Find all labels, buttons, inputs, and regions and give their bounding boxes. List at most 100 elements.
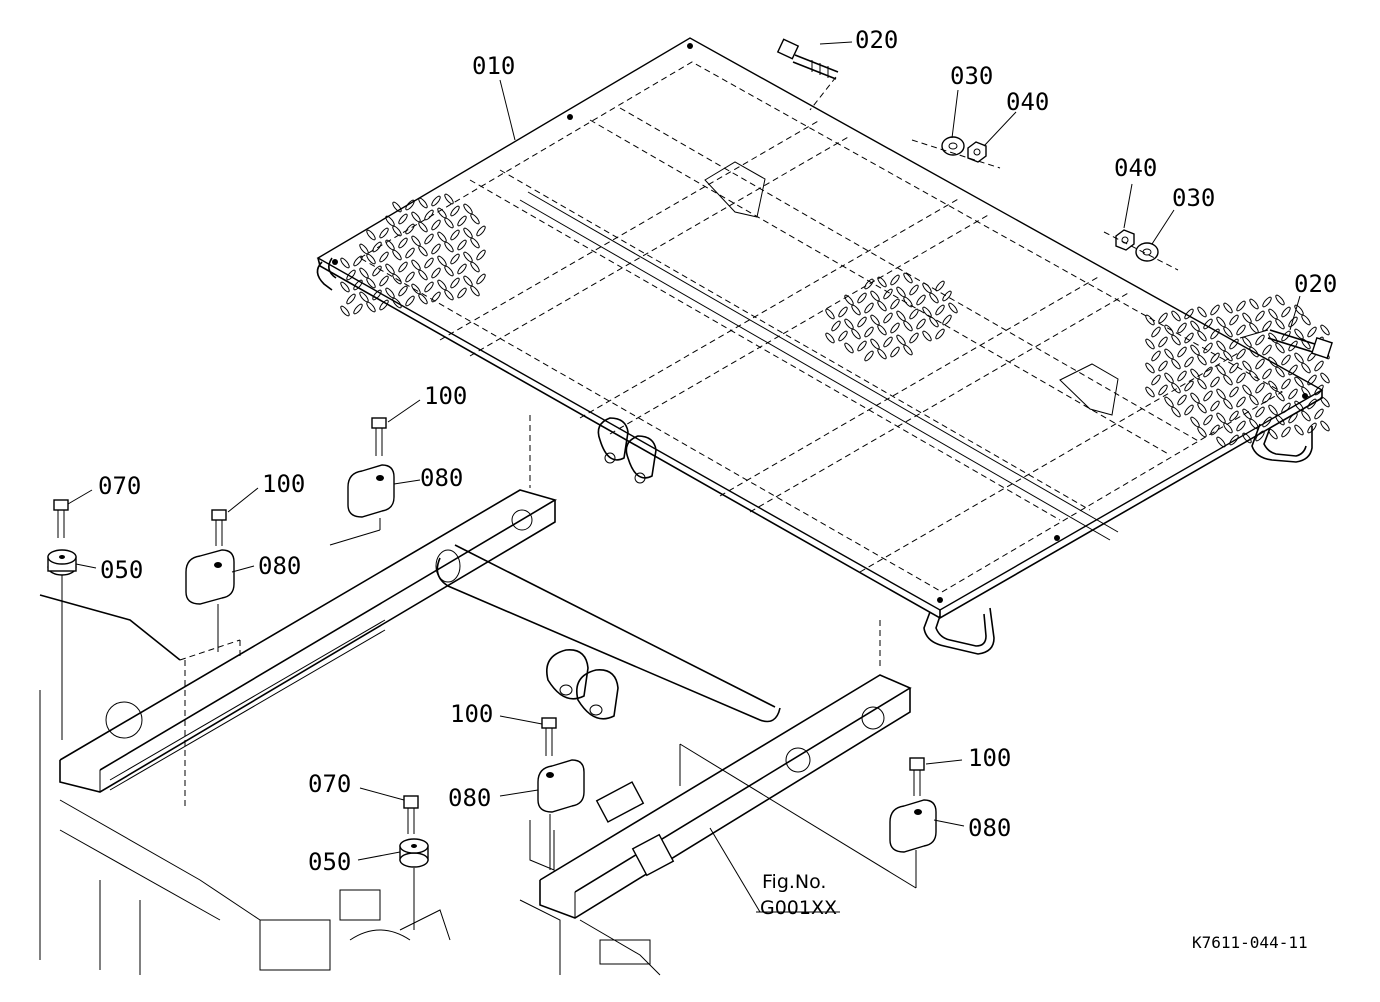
tread-mark [450,253,460,265]
tread-mark [1294,424,1304,436]
label-010: 010 [472,52,515,80]
tread-mark [1171,334,1181,346]
tread-mark [1281,306,1291,318]
tread-mark [470,237,480,249]
fig-no-label: Fig.No. [762,871,826,893]
tread-mark [1301,410,1311,422]
tread-mark [1203,390,1213,402]
tread-mark [1255,334,1265,346]
tread-mark [405,295,415,307]
tread-mark [476,225,486,237]
tread-mark [929,316,939,328]
tread-mark [353,255,363,267]
tread-mark [1301,362,1311,374]
label-080-left: 080 [258,552,301,580]
tread-mark [903,296,913,308]
tread-mark [340,257,350,269]
tread-mark [457,215,467,227]
tread-mark [1320,420,1330,432]
tread-mark [1203,366,1213,378]
tread-mark [1249,370,1259,382]
tread-mark [942,314,952,326]
tread-mark [366,253,376,265]
tread-mark [457,287,467,299]
tread-mark [372,241,382,253]
tread-mark [1184,404,1194,416]
tread-mark [864,326,874,338]
block-080-upper [329,464,395,546]
tread-mark [450,205,460,217]
tread-mark [948,302,958,314]
tread-mark [1307,422,1317,434]
washer-030-right [1135,242,1159,262]
tread-mark [379,251,389,263]
tread-mark [825,308,835,320]
tread-mark [1229,338,1239,350]
tread-mark [353,303,363,315]
tread-mark [1184,380,1194,392]
tread-mark [1236,324,1246,336]
tread-mark [405,223,415,235]
tread-mark [444,289,454,301]
tread-mark [1210,304,1220,316]
tread-mark [346,293,356,305]
tread-mark [1301,386,1311,398]
tread-mark [379,275,389,287]
tread-mark [883,336,893,348]
tread-mark [1275,366,1285,378]
tread-mark [1255,358,1265,370]
tread-mark [418,269,428,281]
label-100-left: 100 [262,470,305,498]
tread-mark [1197,306,1207,318]
tread-mark [366,229,376,241]
tread-mark [366,277,376,289]
tread-mark [457,263,467,275]
tread-mark [398,237,408,249]
tread-mark [922,330,932,342]
tread-mark [418,293,428,305]
tread-pattern-center [825,272,958,362]
tread-mark [470,213,480,225]
tread-mark [424,281,434,293]
tread-mark [1210,400,1220,412]
tread-mark [838,330,848,342]
tread-mark [935,328,945,340]
tread-mark [1177,394,1187,406]
block-080-lower [537,759,585,870]
tread-mark [1307,398,1317,410]
tread-mark [1229,362,1239,374]
tread-mark [476,249,486,261]
tread-mark [340,305,350,317]
spacer-050-left [47,549,77,740]
tread-mark [883,312,893,324]
bolt-100-upper [371,417,387,456]
tread-mark [877,300,887,312]
tread-mark [1314,360,1324,372]
tread-mark [903,272,913,284]
tread-mark [1177,346,1187,358]
tread-mark [392,273,402,285]
tread-mark [1203,414,1213,426]
tread-mark [444,193,454,205]
block-080-left [185,549,235,652]
tread-mark [864,302,874,314]
bolt-070-lower [403,795,419,834]
tread-mark [1216,316,1226,328]
tread-mark [1197,402,1207,414]
tread-mark [392,297,402,309]
tread-mark [1210,424,1220,436]
tread-mark [1314,408,1324,420]
tread-mark [1249,394,1259,406]
tread-mark [1262,416,1272,428]
tread-mark [1197,354,1207,366]
tread-mark [877,348,887,360]
tread-mark [1223,374,1233,386]
tread-mark [1197,330,1207,342]
tread-mark [1275,294,1285,306]
tread-mark [942,290,952,302]
tread-mark [857,340,867,352]
tread-mark [405,247,415,259]
tread-mark [1242,312,1252,324]
tread-mark [1314,384,1324,396]
tread-mark [916,318,926,330]
